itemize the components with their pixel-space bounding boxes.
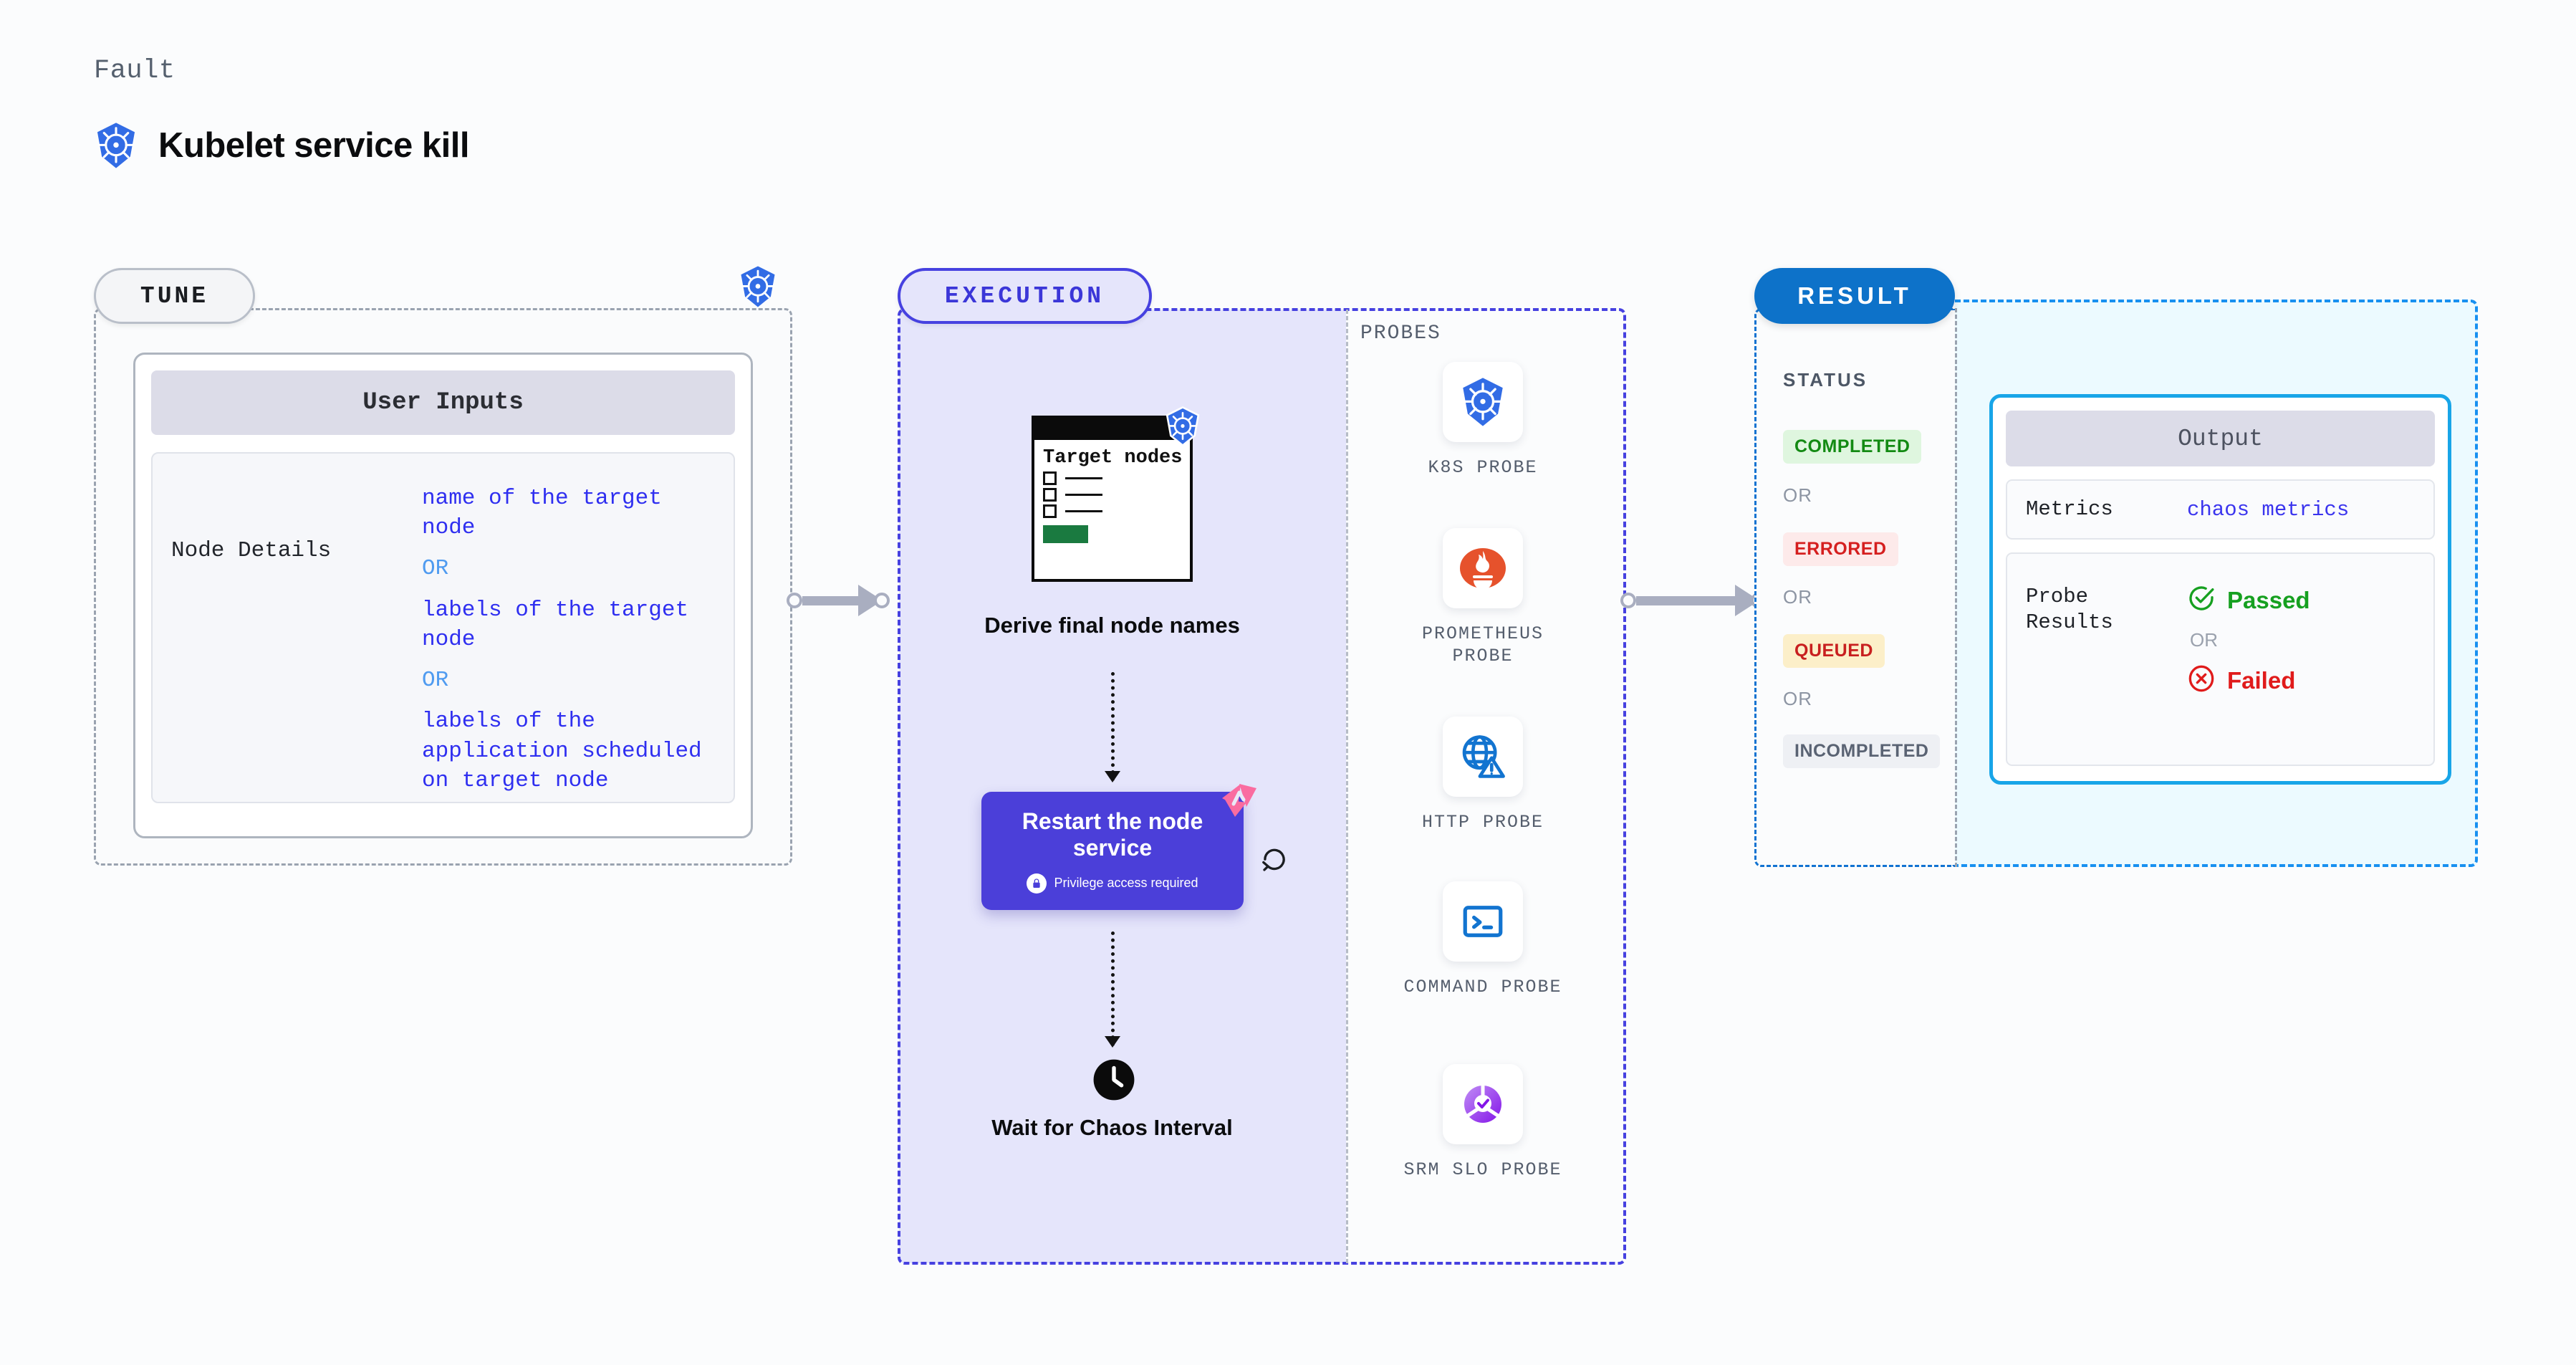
check-circle-icon: [2187, 584, 2216, 616]
checkbox-icon: [1043, 471, 1057, 486]
arrow-stem: [1111, 672, 1115, 781]
slo-donut-icon: [1443, 1064, 1523, 1144]
probe-results-values: Passed OR Failed: [2187, 584, 2310, 696]
status-or-3: OR: [1783, 688, 1812, 709]
result-status-panel: [1754, 308, 1955, 867]
retry-icon[interactable]: [1259, 846, 1289, 879]
metrics-value: chaos metrics: [2187, 497, 2350, 522]
probe-item-srm-slo[interactable]: SRM SLO PROBE: [1393, 1064, 1572, 1181]
output-title: Output: [2006, 411, 2435, 466]
kubernetes-icon: [1443, 362, 1523, 442]
execution-chip[interactable]: EXECUTION: [898, 268, 1152, 324]
target-nodes-item: [1034, 469, 1190, 486]
arrow-head: [1105, 1036, 1120, 1048]
node-details-value-3: labels of the application scheduled on t…: [422, 709, 702, 793]
privilege-note-text: Privilege access required: [1054, 876, 1198, 891]
target-nodes-progress-bar: [1043, 525, 1088, 544]
connector-bar: [802, 595, 858, 605]
connector-end-dot: [874, 593, 890, 608]
tune-chip[interactable]: TUNE: [94, 268, 255, 324]
connector-tune-execution: [787, 585, 890, 616]
connector-execution-result: [1620, 585, 1767, 616]
target-nodes-item: [1034, 485, 1190, 502]
probe-label: PROMETHEUS PROBE: [1421, 623, 1544, 667]
placeholder-line: [1065, 494, 1102, 497]
probe-passed-label: Passed: [2227, 586, 2310, 613]
connector-bar: [1636, 595, 1735, 605]
user-inputs-body: Node Details name of the target node OR …: [151, 452, 735, 803]
result-chip[interactable]: RESULT: [1754, 268, 1955, 324]
status-or-1: OR: [1783, 484, 1812, 506]
placeholder-line: [1065, 477, 1102, 480]
status-or-2: OR: [1783, 586, 1812, 608]
probe-label: K8S PROBE: [1428, 457, 1538, 478]
status-badge-queued: QUEUED: [1783, 634, 1885, 668]
prometheus-icon: [1443, 528, 1523, 608]
probe-label: COMMAND PROBE: [1403, 977, 1562, 997]
user-inputs-card: User Inputs Node Details name of the tar…: [133, 353, 753, 838]
probe-item-prometheus[interactable]: PROMETHEUS PROBE: [1393, 528, 1572, 668]
probe-label: SRM SLO PROBE: [1403, 1159, 1562, 1180]
restart-node-service-step[interactable]: Restart the node service Privilege acces…: [981, 792, 1244, 910]
metrics-key: Metrics: [2026, 497, 2113, 521]
connector-start-dot: [787, 593, 802, 608]
status-badge-errored: ERRORED: [1783, 532, 1898, 566]
probe-results-row: Probe Results Passed OR: [2006, 552, 2435, 766]
globe-warning-icon: [1443, 717, 1523, 797]
target-nodes-title: Target nodes: [1043, 447, 1183, 469]
user-inputs-title: User Inputs: [151, 370, 735, 435]
probes-divider: [1346, 310, 1348, 1263]
wait-for-chaos-interval-label: Wait for Chaos Interval: [991, 1115, 1233, 1140]
clock-icon: [1092, 1058, 1136, 1106]
kubernetes-icon: [738, 265, 778, 308]
status-badge-incompleted: INCOMPLETED: [1783, 734, 1941, 768]
connector-start-dot: [1620, 593, 1636, 608]
probe-item-http[interactable]: HTTP PROBE: [1393, 717, 1572, 833]
flow-arrow-restart-to-wait: [1105, 931, 1120, 1048]
execution-panel: [898, 308, 1626, 1265]
probes-title: PROBES: [1360, 322, 1441, 345]
probe-failed-label: Failed: [2227, 666, 2296, 694]
status-title: STATUS: [1783, 369, 1868, 391]
probe-item-k8s[interactable]: K8S PROBE: [1393, 362, 1572, 479]
node-details-value-1: name of the target node: [422, 486, 662, 541]
node-details-value-2: labels of the target node: [422, 597, 689, 652]
page-title-row: Kubelet service kill: [94, 122, 469, 169]
fault-eyebrow-label: Fault: [94, 56, 176, 86]
probe-item-command[interactable]: COMMAND PROBE: [1393, 881, 1572, 998]
target-nodes-item: [1034, 502, 1190, 519]
lock-icon: [1027, 873, 1047, 894]
probe-results-or: OR: [2190, 629, 2218, 651]
node-details-values: name of the target node OR labels of the…: [422, 484, 715, 795]
result-status-divider: [1955, 308, 1957, 867]
target-nodes-card: Target nodes: [1032, 416, 1193, 582]
page-title: Kubelet service kill: [158, 126, 469, 165]
probe-results-key: Probe Results: [2026, 585, 2113, 635]
probe-result-failed: Failed: [2187, 664, 2310, 696]
flow-arrow-derive-to-restart: [1105, 672, 1120, 782]
privilege-note: Privilege access required: [1027, 873, 1198, 894]
metrics-row: Metrics chaos metrics: [2006, 479, 2435, 540]
x-circle-icon: [2187, 664, 2216, 696]
terminal-icon: [1443, 881, 1523, 962]
node-details-key: Node Details: [171, 538, 332, 563]
derive-final-node-names-label: Derive final node names: [984, 613, 1240, 638]
kubernetes-icon: [1164, 406, 1201, 446]
probe-label: HTTP PROBE: [1421, 812, 1544, 833]
node-details-or-2: OR: [422, 668, 449, 694]
status-badge-completed: COMPLETED: [1783, 430, 1922, 464]
checkbox-icon: [1043, 504, 1057, 519]
output-card: Output Metrics chaos metrics Probe Resul…: [1989, 394, 2451, 785]
placeholder-line: [1065, 510, 1102, 513]
probe-result-passed: Passed: [2187, 584, 2310, 616]
restart-node-service-label: Restart the node service: [1022, 808, 1203, 861]
litmus-icon: [1218, 782, 1258, 825]
kubernetes-icon: [94, 122, 138, 169]
node-details-or-1: OR: [422, 556, 449, 582]
arrow-head: [1105, 771, 1120, 782]
target-nodes-titlebar: [1034, 418, 1190, 440]
checkbox-icon: [1043, 488, 1057, 502]
arrow-stem: [1111, 931, 1115, 1046]
